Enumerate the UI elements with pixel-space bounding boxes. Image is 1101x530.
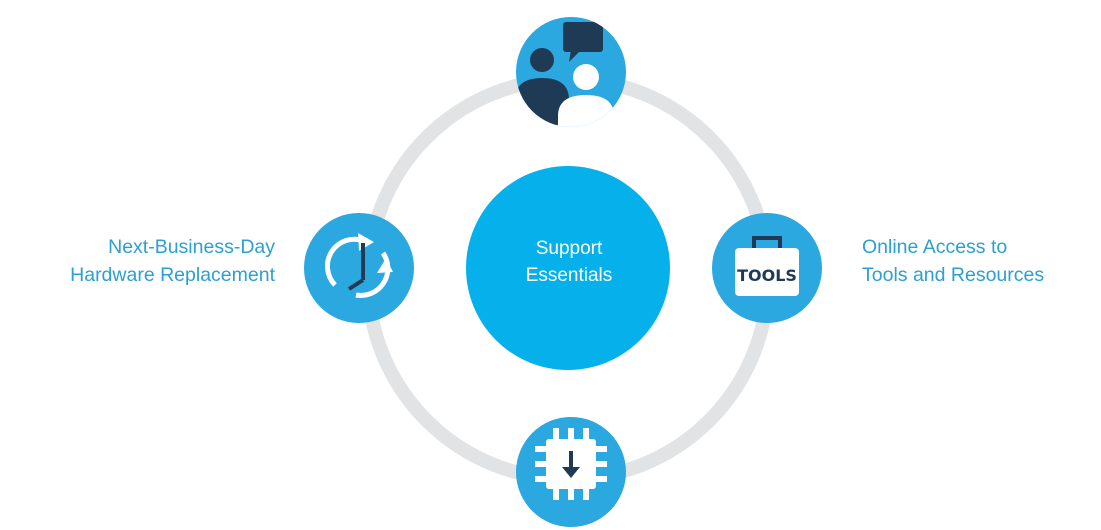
hardware-replacement-label-line2: Hardware Replacement <box>70 264 275 286</box>
node-right: TOOLS <box>712 213 822 323</box>
clock-refresh-icon <box>324 233 393 298</box>
center-circle <box>466 166 670 370</box>
node-left <box>304 213 414 323</box>
tools-icon-text: TOOLS <box>737 266 797 285</box>
chip-download-icon <box>535 428 607 500</box>
center-label-line1: Support <box>535 238 603 259</box>
node-top <box>516 17 626 127</box>
hardware-replacement-label-line1: Next-Business-Day <box>108 236 275 258</box>
center-label-line2: Essentials <box>525 265 613 286</box>
online-access-label-line1: Online Access to <box>862 236 1008 258</box>
tools-box-icon: TOOLS <box>735 236 799 296</box>
node-bottom <box>516 417 626 527</box>
online-access-label-line2: Tools and Resources <box>862 264 1045 286</box>
online-access-label: Online Access to Tools and Resources <box>862 233 1044 289</box>
center-label: Support Essentials <box>467 235 671 289</box>
hardware-replacement-label: Next-Business-Day Hardware Replacement <box>70 233 275 289</box>
people-chat-icon <box>516 22 614 127</box>
